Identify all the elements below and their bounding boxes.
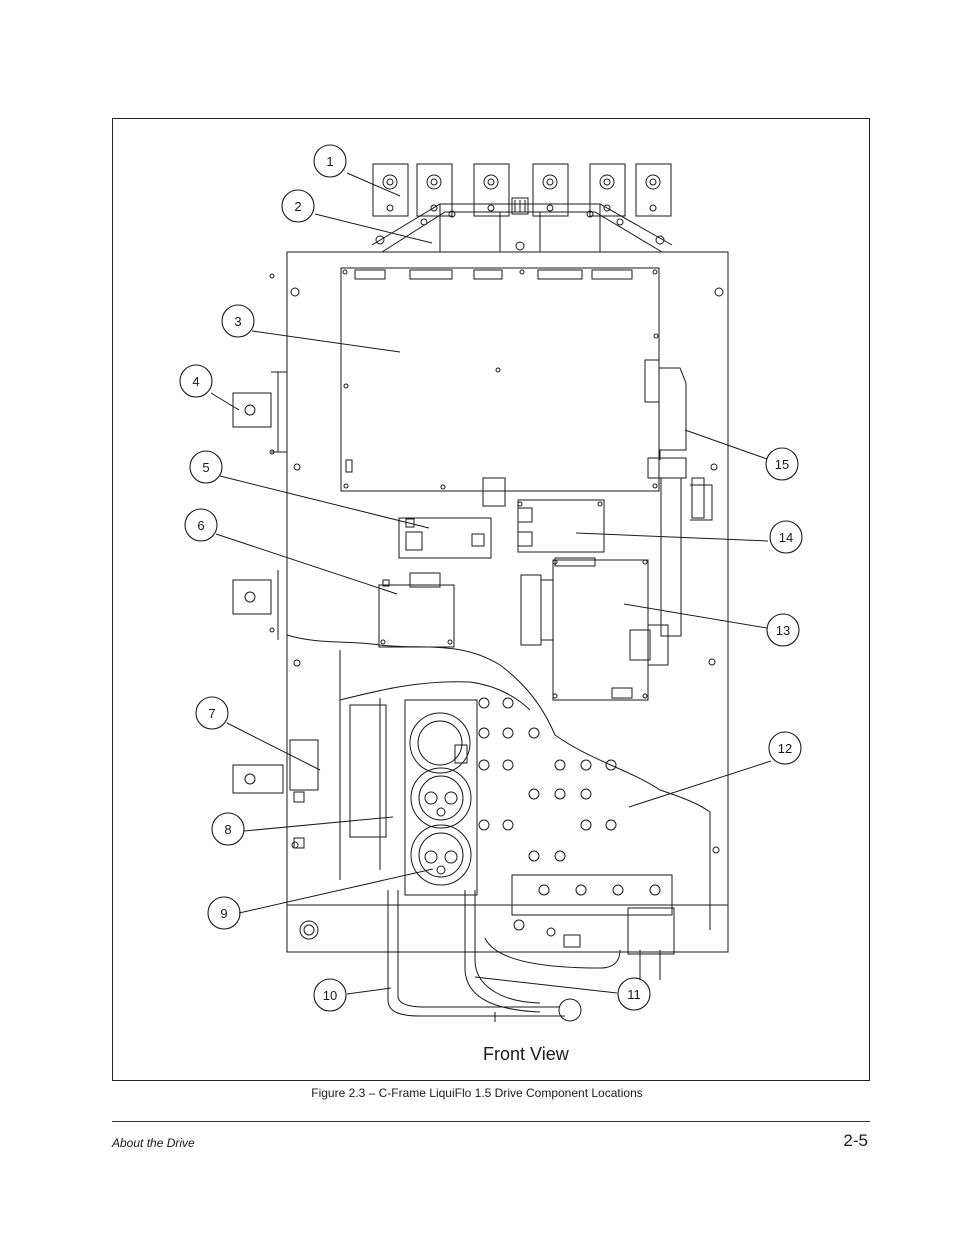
callout-3: 3 (234, 314, 241, 329)
callout-9: 9 (220, 906, 227, 921)
footer-rule (112, 1121, 870, 1122)
callout-circles (179, 144, 803, 1012)
control-board (340, 267, 687, 492)
figure-caption: Figure 2.3 – C-Frame LiquiFlo 1.5 Drive … (311, 1086, 643, 1100)
ribbon-cable (647, 457, 713, 666)
callout-14: 14 (779, 530, 793, 545)
chassis (269, 251, 729, 953)
view-label: Front View (483, 1044, 569, 1064)
callout-5: 5 (202, 460, 209, 475)
cutaway-panel (286, 634, 711, 896)
page-number: 2-5 (843, 1131, 868, 1150)
callout-8: 8 (224, 822, 231, 837)
callout-2: 2 (294, 199, 301, 214)
callout-numbers: 1 2 3 4 5 6 7 8 9 10 11 12 13 14 15 (192, 154, 793, 1003)
fan-bracket (371, 197, 673, 253)
callout-15: 15 (775, 457, 789, 472)
lower-bus-assembly (484, 860, 711, 980)
coolant-tubes (387, 890, 582, 1022)
callout-7: 7 (208, 706, 215, 721)
bus-terminals (372, 163, 672, 217)
callout-13: 13 (776, 623, 790, 638)
capacitors (409, 712, 472, 886)
callout-12: 12 (778, 741, 792, 756)
callout-11: 11 (627, 987, 641, 1002)
callout-4: 4 (192, 374, 199, 389)
leader-lines (210, 172, 772, 995)
footer-section-title: About the Drive (112, 1136, 195, 1150)
callout-1: 1 (326, 154, 333, 169)
side-brackets (232, 371, 319, 849)
heatsink-bolts (478, 697, 617, 862)
callout-6: 6 (197, 518, 204, 533)
figure-frame (112, 118, 870, 1081)
callout-10: 10 (323, 988, 337, 1003)
interface-boards (378, 477, 651, 701)
